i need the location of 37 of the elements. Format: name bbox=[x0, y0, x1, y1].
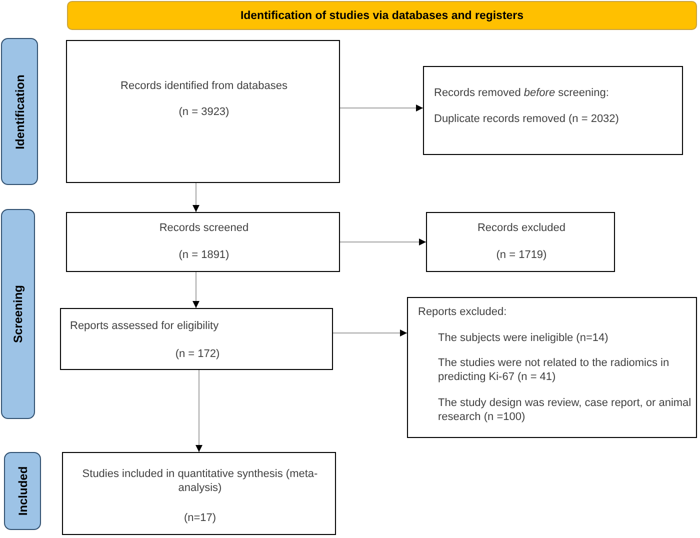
box-text: Records excluded bbox=[476, 221, 567, 236]
stage-title: Screening bbox=[11, 284, 25, 344]
banner-title: Identification of studies via databases and registers bbox=[240, 10, 524, 22]
box-text: The subjects were ineligible (n=14) bbox=[438, 331, 610, 346]
box-text: (n=17) bbox=[182, 511, 218, 526]
process-box bbox=[423, 66, 683, 155]
arrow bbox=[332, 330, 408, 336]
process-box bbox=[66, 40, 340, 183]
stage-title: Identification bbox=[12, 74, 26, 149]
arrow bbox=[340, 238, 426, 246]
box-text: Records identified from databases bbox=[120, 79, 288, 94]
box-text: (n = 1891) bbox=[178, 248, 230, 262]
box-text: (n = 3923) bbox=[178, 105, 230, 120]
title-banner bbox=[67, 1, 697, 30]
process-box bbox=[60, 308, 333, 370]
process-box bbox=[62, 452, 336, 535]
box-text: Records removed before screening: bbox=[434, 86, 610, 100]
arrow bbox=[196, 370, 202, 452]
stage-label bbox=[1, 38, 38, 185]
process-box bbox=[426, 212, 615, 272]
box-text: The study design was review, case report, or animal research (n =100) bbox=[438, 396, 692, 425]
box-text: Reports excluded: bbox=[418, 305, 508, 320]
box-text: (n = 1719) bbox=[495, 248, 548, 262]
box-text: Records screened bbox=[158, 221, 250, 236]
box-text: The studies were not related to the radiomics in predicting Ki-67 (n = 41) bbox=[438, 356, 670, 385]
stage-label bbox=[1, 209, 35, 419]
box-text: Duplicate records removed (n = 2032) bbox=[434, 112, 620, 126]
arrow bbox=[192, 182, 200, 212]
box-text: Studies included in quantitative synthesis (meta-analysis) bbox=[81, 467, 319, 496]
box-text: Reports assessed for eligibility bbox=[70, 319, 220, 334]
box-text: (n = 172) bbox=[174, 347, 221, 362]
stage-label bbox=[4, 452, 41, 530]
process-box bbox=[407, 297, 697, 438]
arrow bbox=[340, 104, 424, 112]
arrow bbox=[192, 272, 200, 308]
process-box bbox=[66, 212, 340, 272]
stage-title: Included bbox=[16, 466, 30, 516]
